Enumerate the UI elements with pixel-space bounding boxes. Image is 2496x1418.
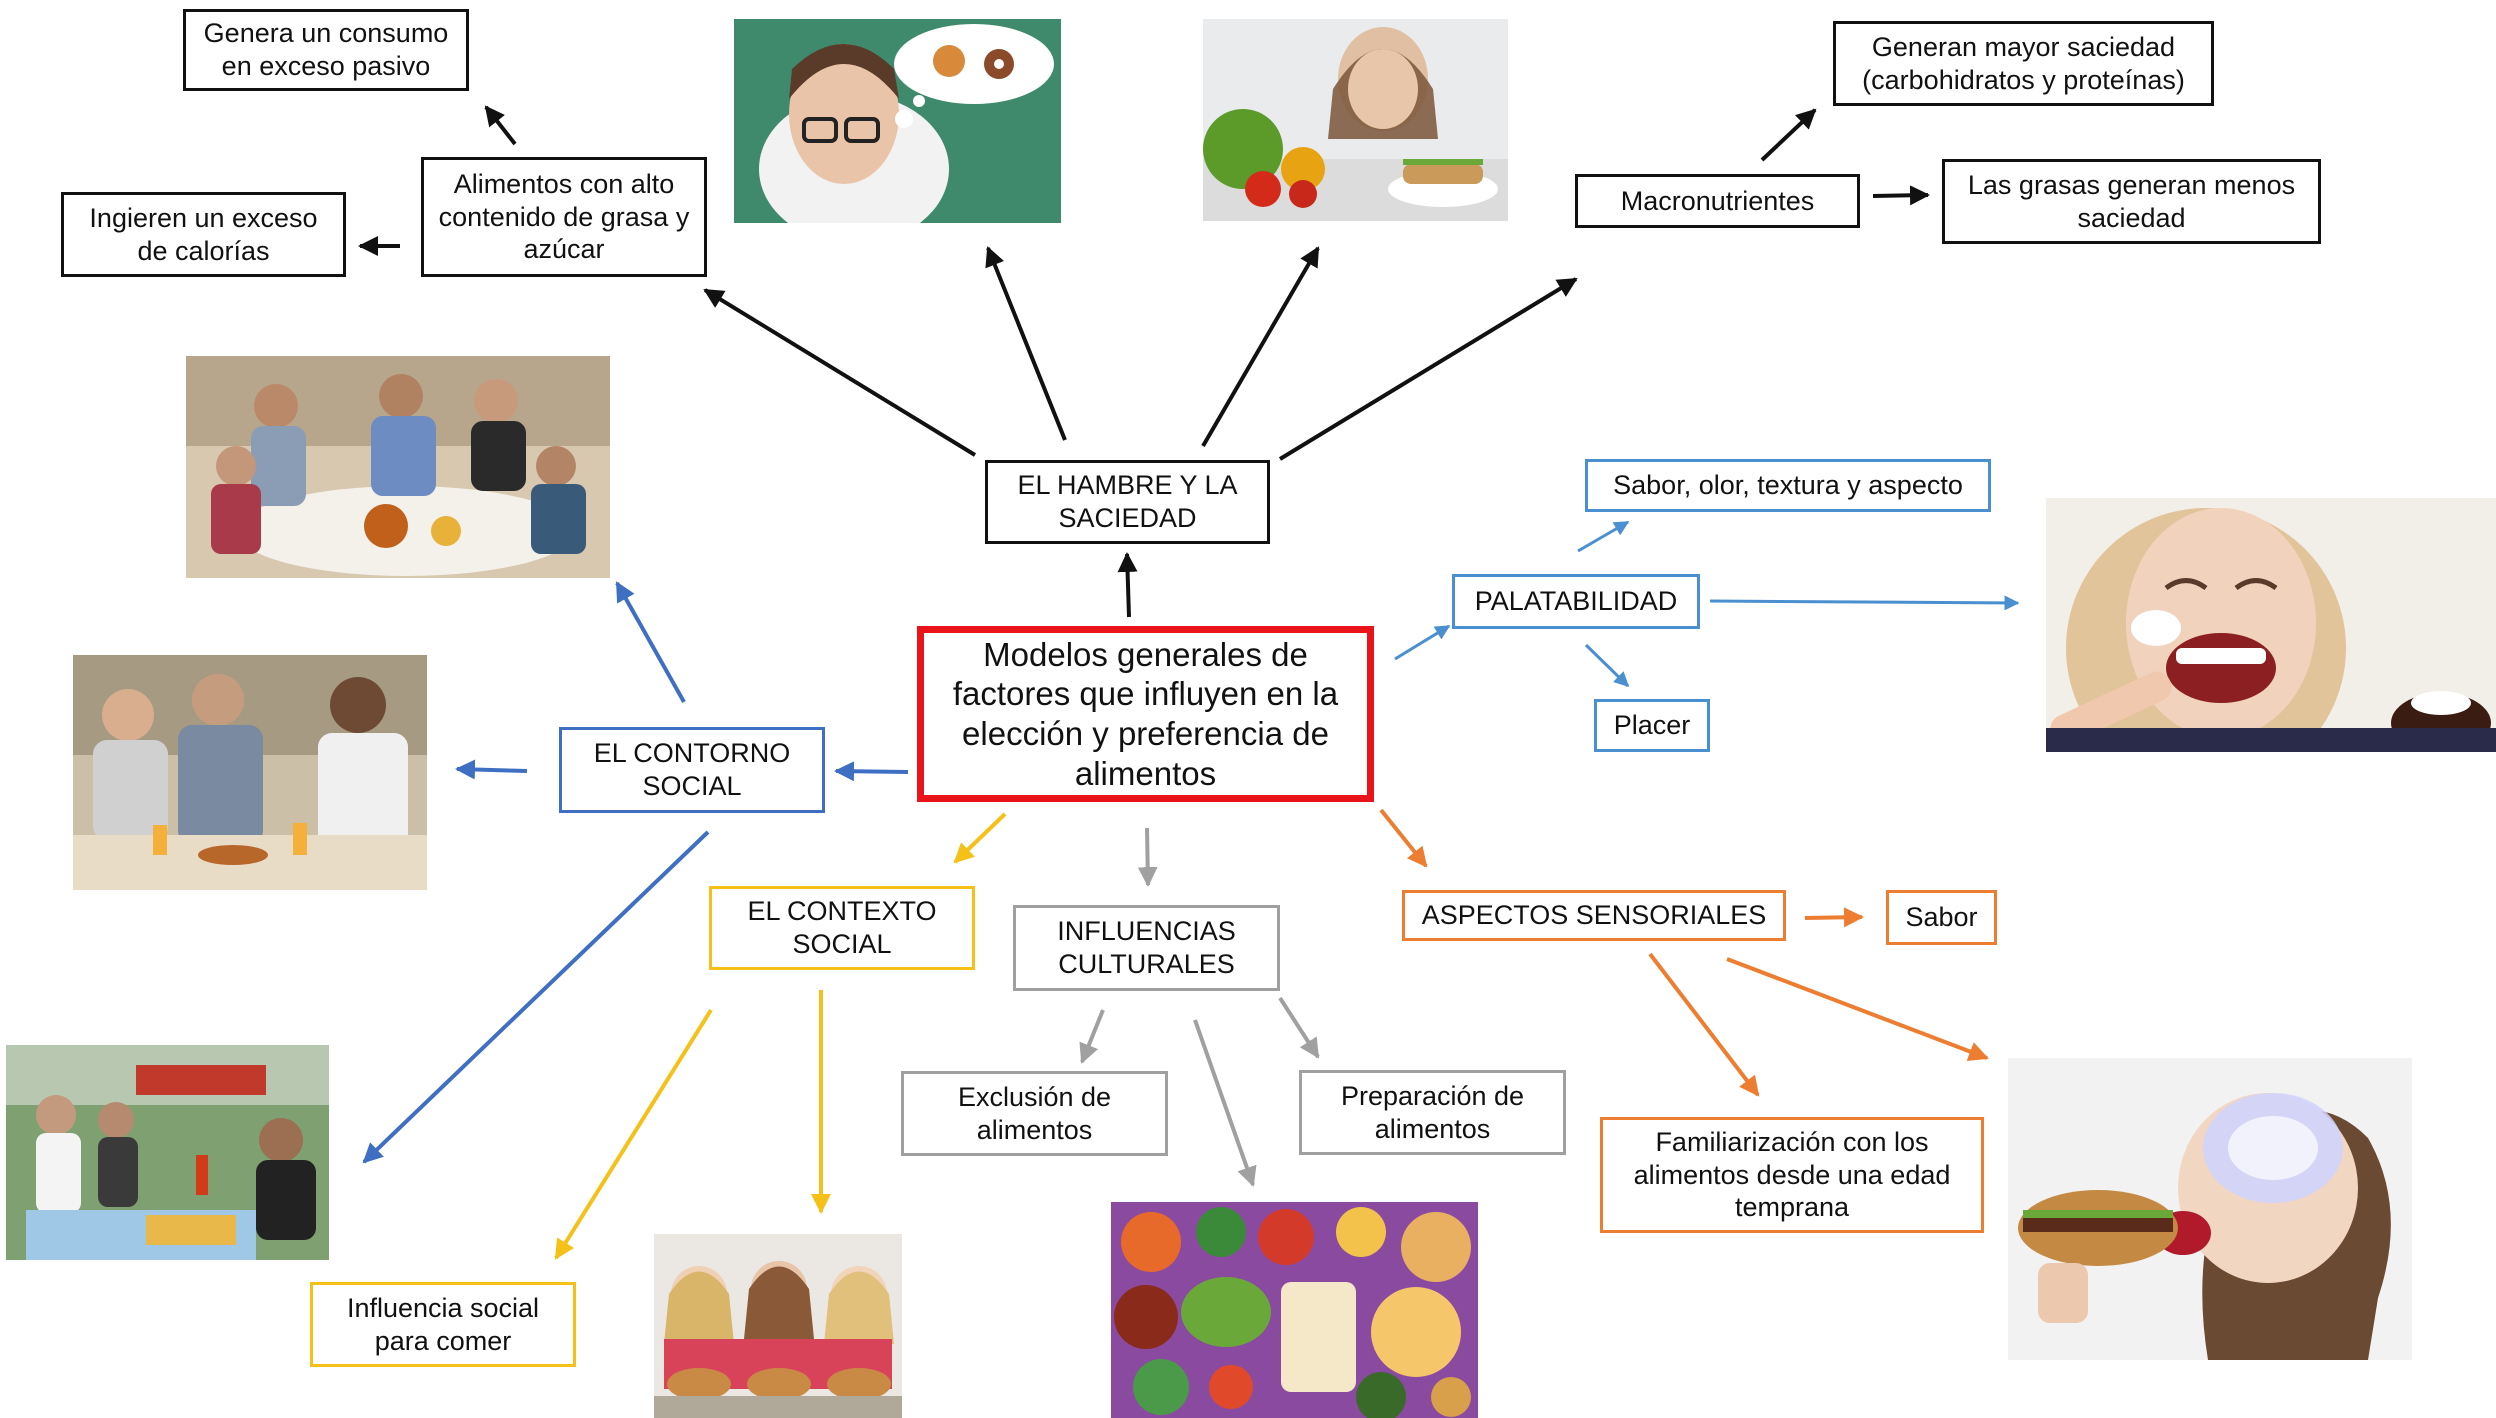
sabor-olor-textura-node: Sabor, olor, textura y aspecto — [1585, 459, 1991, 512]
arrow-palatabilidad-to-placer — [1584, 643, 1630, 688]
familiarizacion-node: Familiarización con los alimentos desde … — [1600, 1117, 1984, 1233]
arrow-culturales-to-photo-mexican — [1193, 1019, 1257, 1187]
exclusion-alimentos-node: Exclusión de alimentos — [901, 1071, 1168, 1156]
sabor-node: Sabor — [1886, 890, 1997, 945]
woman-looking-at-vegetables-and-sandwich-photo — [1203, 19, 1508, 221]
arrow-central-to-palatabilidad — [1394, 624, 1451, 661]
arrow-macro-to-mayor — [1760, 108, 1817, 162]
contexto-social-node: EL CONTEXTO SOCIAL — [709, 886, 975, 970]
mayor-saciedad-node: Generan mayor saciedad (carbohidratos y … — [1833, 21, 2214, 106]
influencia-social-node: Influencia social para comer — [310, 1282, 576, 1367]
arrow-contorno-to-photo-family — [615, 581, 686, 703]
mexican-dishes-table-photo — [1111, 1202, 1478, 1418]
consumo-exceso-node: Genera un consumo en exceso pasivo — [183, 9, 469, 91]
arrow-central-to-contexto — [953, 812, 1007, 864]
arrow-sensoriales-to-photo-brain — [1726, 957, 1989, 1061]
central-topic: Modelos generales de factores que influy… — [917, 626, 1374, 802]
grasas-saciedad-node: Las grasas generan menos saciedad — [1942, 159, 2321, 244]
arrow-palatabilidad-to-photo-laugh — [1709, 595, 2020, 611]
alimentos-grasa-azucar-node: Alimentos con alto contenido de grasa y … — [421, 157, 707, 277]
arrow-sensoriales-to-familiarizacion — [1648, 952, 1760, 1097]
arrow-alimentos-to-consumo — [484, 105, 517, 146]
arrow-hambre-to-photo-stress — [985, 246, 1067, 441]
arrow-hambre-to-photo-veg — [1201, 246, 1320, 448]
arrow-central-to-sensoriales — [1379, 808, 1428, 868]
arrow-central-to-culturales — [1137, 827, 1158, 887]
stressed-woman-thinking-food-photo — [734, 19, 1061, 223]
arrow-central-to-contorno — [834, 761, 909, 782]
street-food-market-photo — [6, 1045, 329, 1260]
woman-biting-burger-brain-photo — [2008, 1058, 2412, 1360]
hambre-saciedad-node: EL HAMBRE Y LA SACIEDAD — [985, 460, 1270, 544]
palatabilidad-node: PALATABILIDAD — [1452, 574, 1700, 629]
arrow-contorno-to-photo-friends — [455, 759, 528, 780]
arrow-contexto-to-influencia — [554, 1008, 713, 1260]
arrow-culturales-to-exclusion — [1079, 1009, 1105, 1064]
arrow-central-to-hambre — [1117, 552, 1138, 618]
arrow-hambre-to-macro — [1278, 277, 1578, 461]
arrow-hambre-to-alimentos — [703, 288, 977, 457]
placer-node: Placer — [1594, 699, 1710, 752]
ingieren-calorias-node: Ingieren un exceso de calorías — [61, 192, 346, 277]
arrow-contorno-to-photo-market — [362, 830, 710, 1164]
aspectos-sensoriales-node: ASPECTOS SENSORIALES — [1402, 890, 1786, 941]
girls-eating-burgers-photo — [654, 1234, 902, 1418]
arrow-macro-to-grasas — [1872, 185, 1930, 206]
macronutrientes-node: Macronutrientes — [1575, 174, 1860, 228]
arrow-culturales-to-preparacion — [1278, 996, 1320, 1059]
arrow-palatabilidad-to-sabor-olor — [1577, 520, 1630, 553]
contorno-social-node: EL CONTORNO SOCIAL — [559, 727, 825, 813]
family-dinner-photo — [186, 356, 610, 578]
preparacion-alimentos-node: Preparación de alimentos — [1299, 1070, 1566, 1155]
friends-at-restaurant-photo — [73, 655, 427, 890]
influencias-culturales-node: INFLUENCIAS CULTURALES — [1013, 905, 1280, 991]
laughing-woman-eating-cream-photo — [2046, 498, 2496, 752]
arrow-sensoriales-to-sabor — [1804, 907, 1864, 928]
